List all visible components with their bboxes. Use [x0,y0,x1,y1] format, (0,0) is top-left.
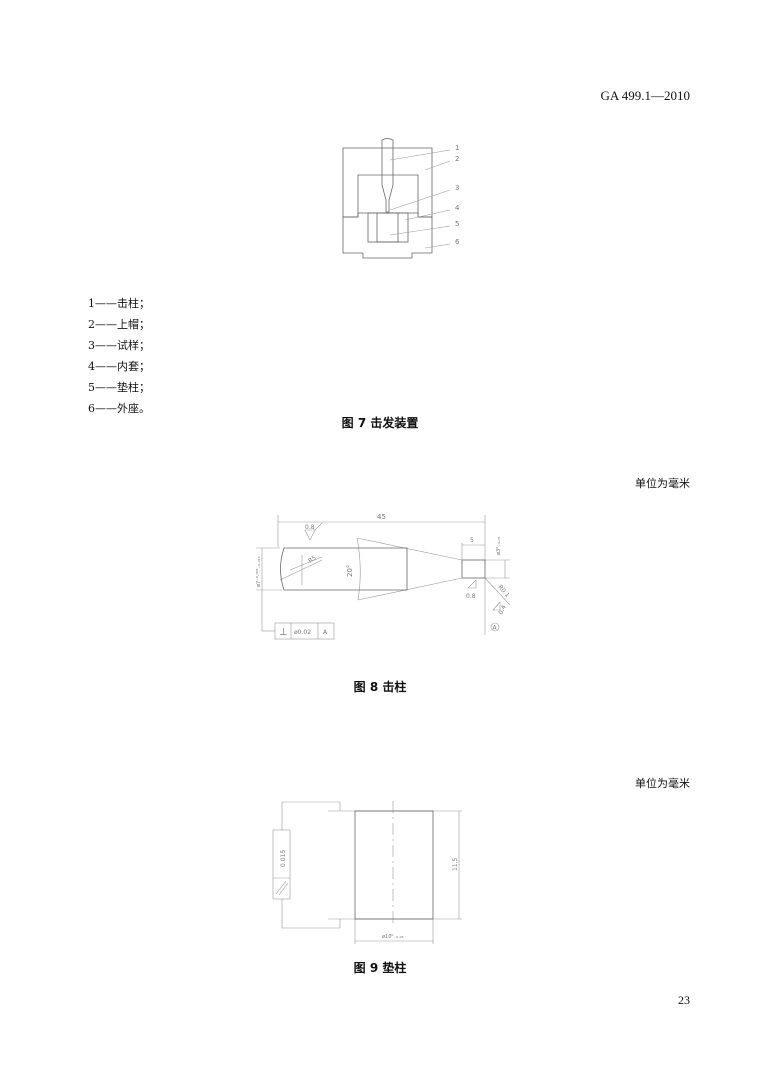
dim-height: 11.5 [452,857,459,871]
dim-tip-diameter: ø3⁰₋₀.₀₅ [496,537,502,556]
tolerance-value: ø0.02 [294,629,311,636]
callout-4: 4 [455,204,460,212]
figure7-legend: 1——击柱； 2——上帽； 3——试样； 4——内套； 5——垫柱； 6——外座… [88,293,150,419]
cap-body [342,147,433,218]
figure9-drawing: 0.015 // 11.5 ø10⁰₋₀.₀₅ [272,801,462,944]
striker-pin [381,138,394,213]
dim-tip-radius: R0.1 [496,584,510,599]
dim-tip-length: 5 [470,537,474,544]
dim-body-diameter: ø7⁻⁰·⁰⁰⁵₋₀.₀₁₅ [256,556,262,587]
legend-item: 1——击柱； [88,297,150,310]
figure8-unit-note: 单位为毫米 [635,477,690,490]
base-body [342,212,433,259]
dim-angle: 20° [346,565,354,577]
figure7-drawing: 1 2 3 4 5 6 [342,138,460,259]
legend-item: 6——外座。 [88,402,150,415]
legend-item: 3——试样； [88,339,150,352]
parallelism-value: 0.015 [280,850,287,867]
dim-radius: R5 [307,554,318,564]
inner-sleeve [367,212,409,243]
legend-item: 5——垫柱； [88,381,150,394]
figure8-caption: 图 8 击柱 [353,680,407,694]
callout-6: 6 [455,238,460,246]
callout-3: 3 [455,184,459,192]
figure9-unit-note: 单位为毫米 [635,777,690,790]
dim-diameter: ø10⁰₋₀.₀₅ [382,934,404,940]
perpendicular-symbol: ⊥ [279,627,288,638]
roughness-face: 0.4 [497,604,507,616]
standard-id: GA 499.1—2010 [600,88,690,103]
legend-item: 2——上帽； [88,318,150,331]
callout-5: 5 [455,220,459,228]
tolerance-datum: A [323,629,328,636]
page-number: 23 [678,993,690,1007]
roughness-top: 0.8 [305,524,315,531]
figure7-caption: 图 7 击发装置 [341,416,419,430]
roughness-tip: 0.8 [466,593,476,600]
perpendicularity-frame: ⊥ ø0.02 A [274,622,335,640]
legend-item: 4——内套； [88,360,150,373]
pad-column [376,212,399,243]
callout-2: 2 [455,155,459,163]
dim-length: 45 [377,513,386,521]
datum-label: A [493,625,498,632]
figure8-drawing: ⊥ ø0.02 A 45 0.8 R5 20° 5 ø3⁰₋₀.₀₅ ø7⁻⁰·… [256,513,511,640]
figure9-caption: 图 9 垫柱 [353,961,407,975]
callout-1: 1 [455,144,459,152]
